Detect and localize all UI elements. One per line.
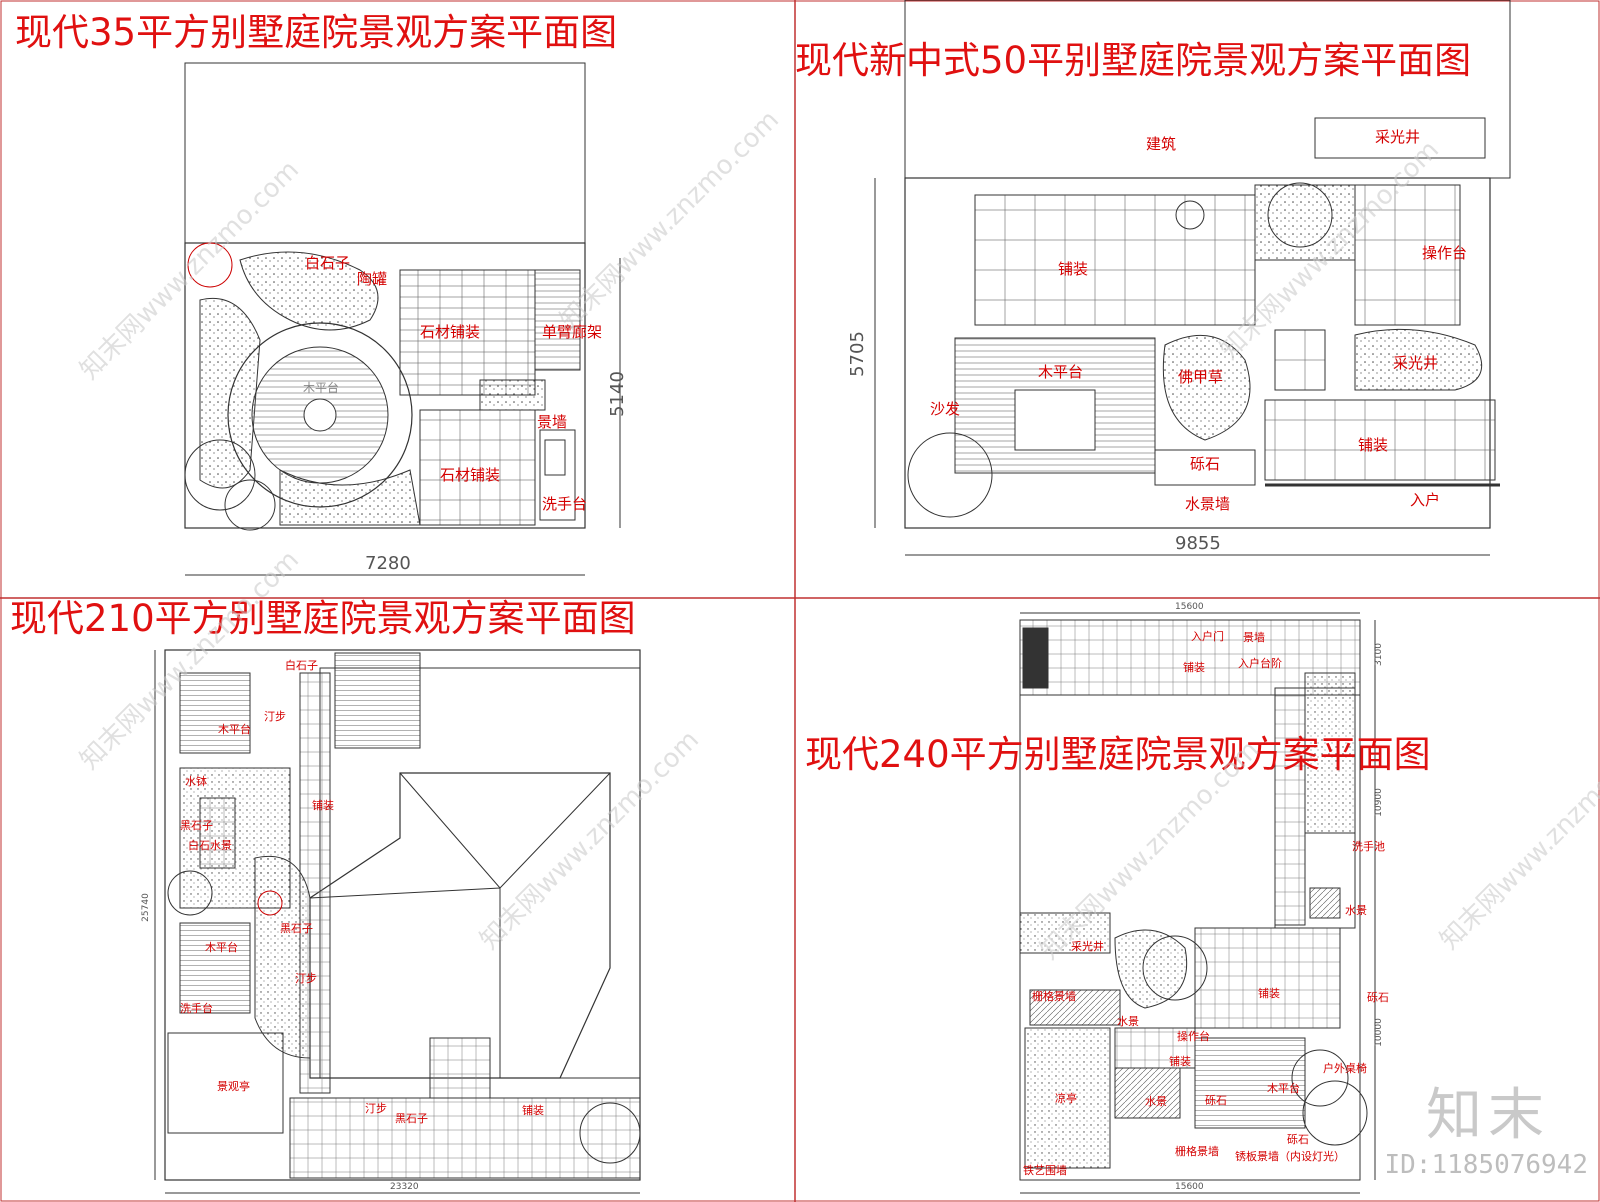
label-gravel-2: 砾石 — [1205, 1094, 1227, 1107]
label-stepping-2: 汀步 — [295, 972, 317, 985]
dim-height: 5705 — [846, 331, 868, 377]
label-paving-1: 铺装 — [1183, 661, 1205, 674]
floorplan-210sqm — [154, 649, 641, 1194]
label-washbasin: 洗手台 — [180, 1002, 213, 1015]
label-black-pebbles-2: 黑石子 — [280, 922, 313, 935]
dim-width: 9855 — [1175, 533, 1221, 554]
dim-height: 5140 — [606, 371, 628, 417]
panel-title: 现代240平方别墅庭院景观方案平面图 — [805, 733, 1431, 776]
label-building: 建筑 — [1146, 135, 1177, 153]
label-light-well: 采光井 — [1375, 128, 1421, 146]
label-iron-fence: 铁艺围墙 — [1023, 1164, 1067, 1177]
label-sedum: 佛甲草 — [1178, 368, 1224, 386]
image-id: ID:1185076942 — [1384, 1150, 1589, 1180]
label-wood-deck: 木平台 — [1038, 363, 1084, 381]
dim-bottom: 15600 — [1175, 1182, 1204, 1192]
label-black-pebbles-1: 黑石子 — [180, 819, 213, 832]
panel-240sqm: 现代240平方别墅庭院景观方案平面图 入户门 景墙 铺装 入户台阶 洗手池 水景… — [795, 598, 1600, 1202]
label-feature-wall: 景墙 — [537, 413, 568, 431]
label-light-well-2: 采光井 — [1393, 354, 1439, 372]
dim-width: 23320 — [390, 1182, 419, 1192]
dim-right-2: 10900 — [1373, 788, 1384, 817]
dim-width: 7280 — [365, 553, 411, 574]
label-washbasin: 洗手台 — [542, 495, 588, 513]
panel-title: 现代新中式50平别墅庭院景观方案平面图 — [795, 39, 1472, 82]
label-gravel-1: 砾石 — [1367, 991, 1389, 1004]
label-paving-1: 铺装 — [312, 799, 334, 812]
label-entrance: 入户 — [1410, 491, 1441, 509]
label-water-bowl: 水钵 — [185, 775, 207, 788]
label-wood-deck: 木平台 — [303, 381, 340, 395]
dim-right-3: 10000 — [1373, 1018, 1384, 1047]
label-pavilion: 景观亭 — [217, 1080, 250, 1093]
dim-right-1: 3100 — [1373, 643, 1384, 666]
label-black-pebbles-3: 黑石子 — [395, 1112, 428, 1125]
label-feature-wall: 景墙 — [1243, 631, 1265, 644]
floorplan-50sqm — [874, 0, 1511, 556]
label-white-pebbles: 白石子 — [305, 254, 351, 272]
dim-top: 15600 — [1175, 602, 1204, 612]
label-jar: 陶罐 — [357, 270, 388, 288]
label-gravel-3: 砾石 — [1287, 1133, 1309, 1146]
label-pergola: 单臂廊架 — [542, 323, 603, 341]
label-gravel: 砾石 — [1190, 455, 1221, 473]
label-paving-2: 铺装 — [1258, 987, 1280, 1000]
label-stepping-3: 汀步 — [365, 1102, 387, 1115]
label-entrance-door: 入户门 — [1191, 630, 1224, 643]
label-white-pebbles: 白石子 — [285, 659, 318, 672]
label-stone-paving-2: 石材铺装 — [440, 466, 501, 484]
label-water-2: 水景 — [1117, 1015, 1139, 1028]
label-grille-wall-1: 栅格景墙 — [1032, 990, 1076, 1003]
panel-title: 现代35平方别墅庭院景观方案平面图 — [15, 11, 618, 54]
label-sofa: 沙发 — [930, 400, 961, 418]
label-corten-wall: 锈板景墙（内设灯光） — [1235, 1150, 1345, 1163]
label-water-1: 水景 — [1345, 904, 1367, 917]
floorplan-240sqm — [1019, 612, 1376, 1194]
label-wood-deck: 木平台 — [1267, 1082, 1300, 1095]
label-paving-2: 铺装 — [1358, 436, 1389, 454]
label-paving-2: 铺装 — [522, 1104, 544, 1117]
dim-height: 25740 — [140, 893, 151, 922]
label-outdoor-furniture: 户外桌椅 — [1323, 1062, 1367, 1075]
label-light-well: 采光井 — [1071, 940, 1104, 953]
panel-210sqm: 现代210平方别墅庭院景观方案平面图 白石子 汀步 木平台 水钵 铺装 黑石子 … — [0, 598, 795, 1202]
label-worktop: 操作台 — [1177, 1030, 1210, 1043]
floorplan-35sqm — [184, 62, 621, 576]
panel-50sqm: 现代新中式50平别墅庭院景观方案平面图 建筑 采光井 铺装 操作台 木平台 佛甲… — [795, 0, 1600, 598]
panel-35sqm: 现代35平方别墅庭院景观方案平面图 白石子 陶罐 石材铺装 单臂廊架 木平台 景… — [0, 0, 795, 598]
label-stone-paving: 石材铺装 — [420, 323, 481, 341]
brand-logo: 知末 — [1426, 1083, 1550, 1148]
panel-title: 现代210平方别墅庭院景观方案平面图 — [10, 597, 636, 640]
label-stepping-1: 汀步 — [264, 710, 286, 723]
label-water-wall: 水景墙 — [1185, 495, 1231, 513]
label-pavilion: 凉亭 — [1055, 1092, 1077, 1105]
label-paving: 铺装 — [1058, 260, 1089, 278]
label-worktop: 操作台 — [1422, 244, 1468, 262]
label-wood-deck-2: 木平台 — [205, 941, 238, 954]
label-entrance-steps: 入户台阶 — [1238, 657, 1282, 670]
label-wood-deck-1: 木平台 — [218, 723, 251, 736]
label-paving-3: 铺装 — [1169, 1055, 1191, 1068]
label-hand-wash: 洗手池 — [1352, 840, 1385, 853]
label-water-3: 水景 — [1145, 1095, 1167, 1108]
label-white-stone-water: 白石水景 — [188, 839, 232, 852]
label-grille-wall-2: 栅格景墙 — [1175, 1145, 1219, 1158]
